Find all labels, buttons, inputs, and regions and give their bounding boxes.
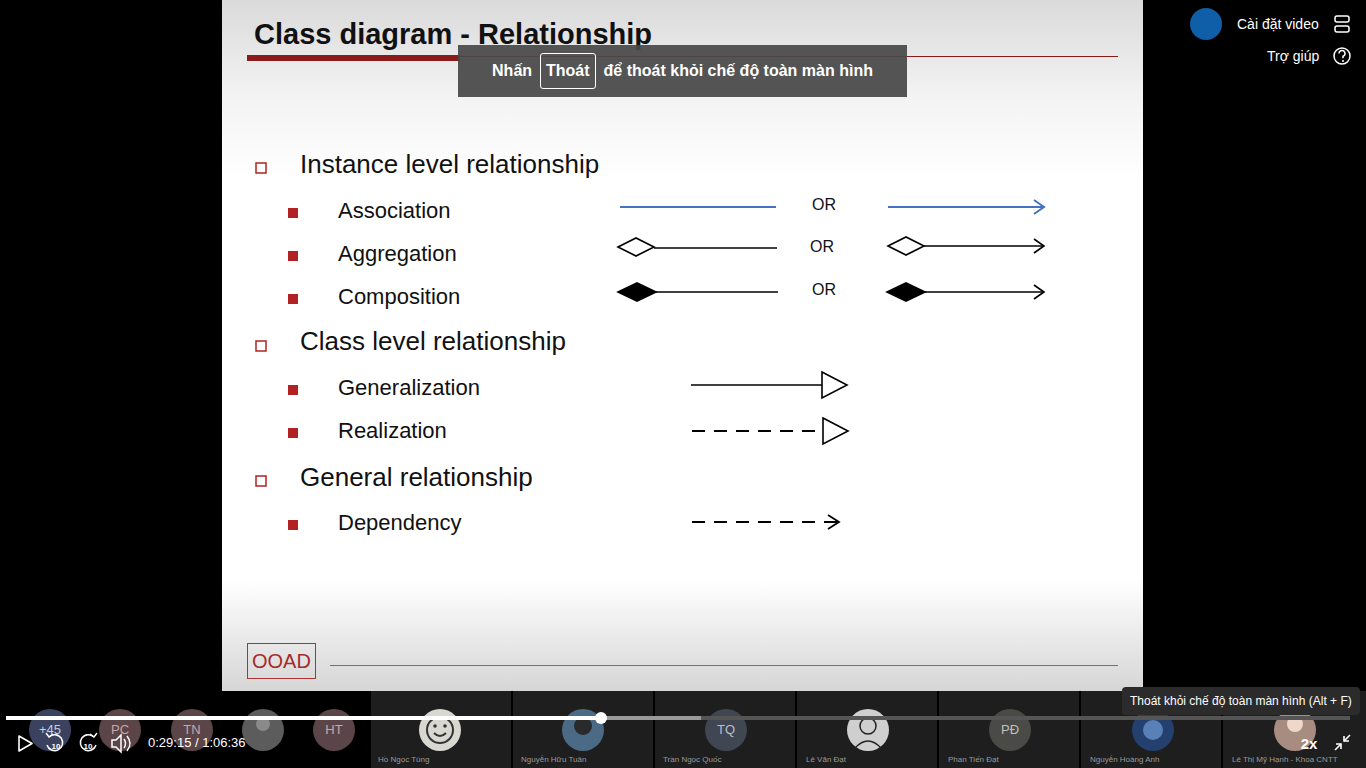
avatar-circle-text: TQ <box>717 722 735 738</box>
footer-tag-text: OOAD <box>252 650 311 672</box>
bullet-item: Aggregation <box>338 241 457 267</box>
sub-bullets <box>288 208 298 530</box>
footer-rule <box>330 665 1118 666</box>
speed-badge: 2x <box>1301 735 1318 753</box>
section-heading: Class level relationship <box>300 326 566 357</box>
top-right-icons <box>1190 8 1350 64</box>
dependency-symbol <box>692 515 839 529</box>
skip-seconds: 10 <box>84 742 93 752</box>
bullet-item: Dependency <box>338 510 462 536</box>
exit-fullscreen-toast-text: để thoát khỏi chế độ toàn màn hình <box>604 61 873 80</box>
slide-ground <box>222 0 1143 691</box>
bullet-item: Composition <box>338 284 460 310</box>
bullet-item: Association <box>338 198 451 224</box>
participant-name: Hồ Ngọc Tùng <box>378 755 429 765</box>
avatar-circle: PĐ <box>989 709 1031 751</box>
participant-name: Lê Thị Mỹ Hạnh - Khoa CNTT <box>1232 755 1338 765</box>
tooltip: Thoát khỏi chế độ toàn màn hình (Alt + F… <box>1122 687 1360 715</box>
key-badge-text: Thoát <box>546 62 590 79</box>
or-text: OR <box>812 195 836 214</box>
or-text: OR <box>812 280 836 299</box>
photo-avatars <box>242 709 1316 751</box>
bullet-item: Realization <box>338 418 447 444</box>
menu-text: Cài đặt video <box>1237 16 1319 33</box>
time-display: 0:29:15 / 1:06:36 <box>148 735 246 751</box>
avatar-circle: +45 <box>29 709 71 751</box>
avatar-circle: HT <box>313 709 355 751</box>
participant-tiles <box>371 691 1366 768</box>
participant-name: Nguyễn Hữu Tuân <box>521 755 586 765</box>
avatar-circle-text: PĐ <box>1001 722 1019 738</box>
main-bullets <box>256 163 266 486</box>
avatar-circle-text: PC <box>111 722 129 738</box>
participant-name: Lê Văn Đạt <box>806 755 846 765</box>
title-bar <box>247 55 460 61</box>
key-badge: Thoát <box>540 53 596 88</box>
participant-name: Phan Tiến Đạt <box>948 755 999 765</box>
exit-fullscreen-toast-text: Nhấn <box>492 61 532 80</box>
or-text: OR <box>810 237 834 256</box>
realization-symbol <box>692 418 848 444</box>
exit-fullscreen-toast: Nhấn để thoát khỏi chế độ toàn màn hình Th… <box>458 45 907 97</box>
participant-name: Nguyễn Hoàng Anh <box>1090 755 1159 765</box>
avatar-circle-text: HT <box>325 722 342 738</box>
participant-strip <box>0 691 1366 768</box>
tooltip-text: Thoát khỏi chế độ toàn màn hình (Alt + F… <box>1130 694 1352 708</box>
footer-tag: OOAD <box>247 643 316 679</box>
aggregation-symbol <box>618 237 1044 256</box>
participant-name: Trần Ngọc Quốc <box>663 755 721 765</box>
avatar-circle: TQ <box>705 709 747 751</box>
avatar-circle-text: +45 <box>39 722 61 738</box>
bullet-item: Generalization <box>338 375 480 401</box>
section-heading: Instance level relationship <box>300 149 599 180</box>
generalization-symbol <box>691 372 847 398</box>
section-heading: General relationship <box>300 462 533 493</box>
skip-seconds: 10 <box>52 742 61 752</box>
avatar-circle: PC <box>99 709 141 751</box>
menu-text: Trợ giúp <box>1267 48 1319 65</box>
